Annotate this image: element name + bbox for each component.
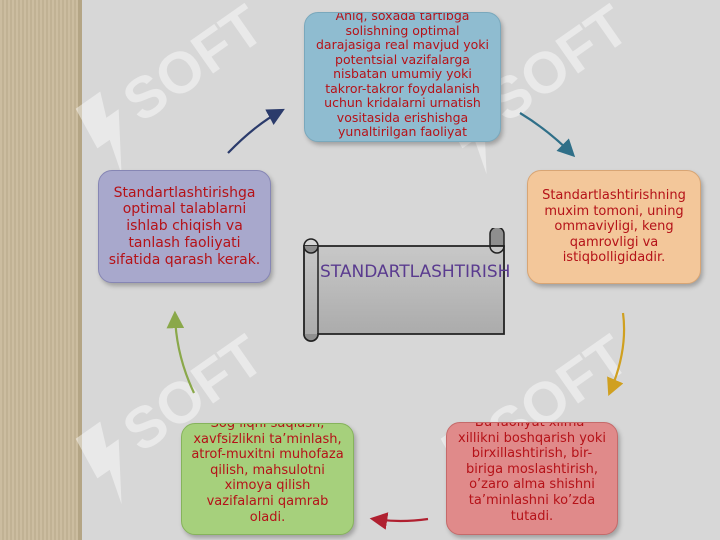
node-bottom-left: Sog’liqni saqlash, xavfsizlikni ta’minla…	[181, 423, 354, 535]
node-left-text: Standartlashtirishga optimal talablarni …	[108, 184, 261, 268]
node-right: Standartlashtirishning muxim tomoni, uni…	[527, 170, 701, 284]
arrow-left-to-top	[227, 108, 285, 154]
arrow-top-to-right	[519, 112, 576, 158]
node-top: Aniq, soxada tartibga solishning optimal…	[304, 12, 501, 142]
node-bottom-left-text: Sog’liqni saqlash, xavfsizlikni ta’minla…	[191, 423, 344, 525]
arrow-bottom-right-to-bottom-left	[369, 512, 429, 530]
node-top-text: Aniq, soxada tartibga solishning optimal…	[315, 12, 490, 139]
center-title: STANDARTLASHTIRISH	[320, 262, 511, 282]
arrow-right-to-bottom-right	[607, 312, 626, 397]
node-left: Standartlashtirishga optimal talablarni …	[98, 170, 271, 283]
center-scroll-shape	[303, 228, 505, 342]
left-decorative-strip	[0, 0, 80, 540]
arrow-bottom-left-to-left	[166, 310, 195, 394]
node-right-text: Standartlashtirishning muxim tomoni, uni…	[542, 188, 686, 266]
left-strip-edge	[78, 0, 82, 540]
node-bottom-right-text: Bu faoliyat xilma-xillikni boshqarish yo…	[458, 422, 606, 524]
node-bottom-right: Bu faoliyat xilma-xillikni boshqarish yo…	[446, 422, 618, 535]
